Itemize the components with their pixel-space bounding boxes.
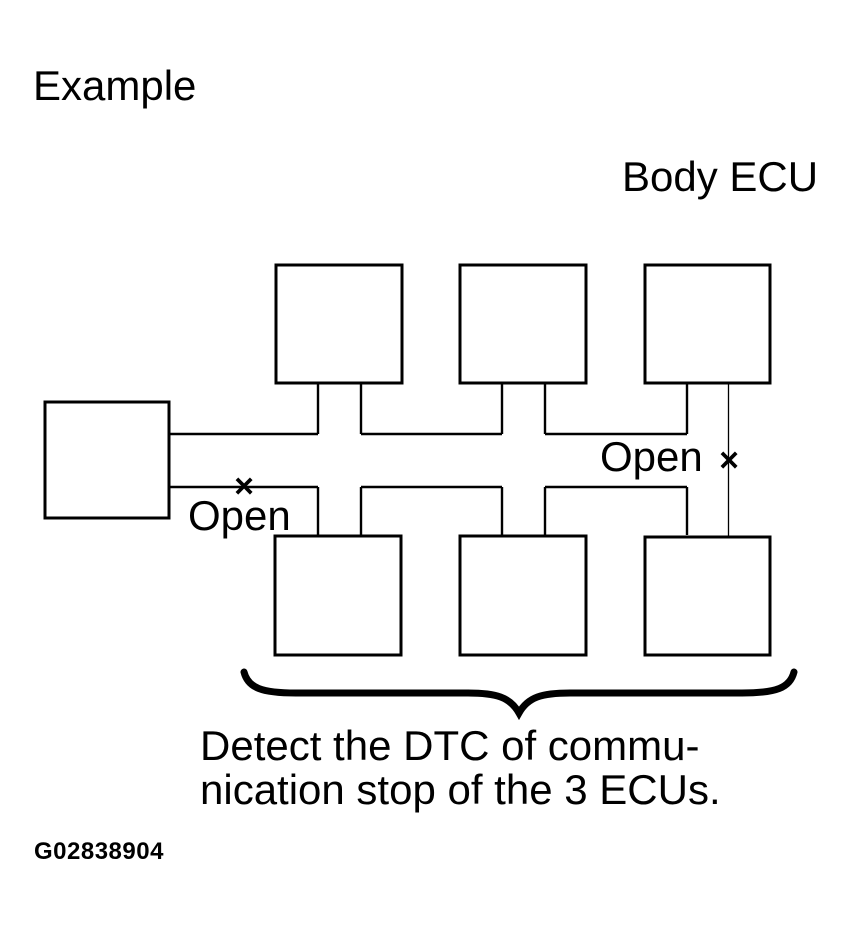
caption-line-1: Detect the DTC of commu-	[200, 722, 700, 769]
ecu-box-bottom-2	[458, 534, 588, 657]
figure-number: G02838904	[34, 838, 164, 865]
open-circuit-x-icon: ×	[234, 467, 254, 506]
page-title: Example	[33, 62, 197, 109]
ecu-box-top-3	[643, 263, 772, 385]
body-ecu-label: Body ECU	[622, 153, 819, 200]
upper-bus-wire	[169, 384, 689, 436]
lower-bus-wire	[169, 485, 689, 535]
open-label-right: Open	[600, 433, 703, 480]
caption-line-2: nication stop of the 3 ECUs.	[200, 766, 721, 813]
open-circuit-x-icon: ×	[719, 441, 739, 480]
gateway-ecu-box	[43, 400, 171, 520]
ecu-box-top-2	[458, 263, 588, 385]
ecu-box-bottom-3	[643, 535, 772, 657]
ecu-box-bottom-1	[273, 534, 403, 657]
open-label-left: Open	[188, 492, 291, 539]
diagram-caption: Detect the DTC of commu- nication stop o…	[200, 724, 721, 812]
ecu-box-top-1	[274, 263, 404, 385]
bottom-row-brace	[240, 668, 798, 721]
